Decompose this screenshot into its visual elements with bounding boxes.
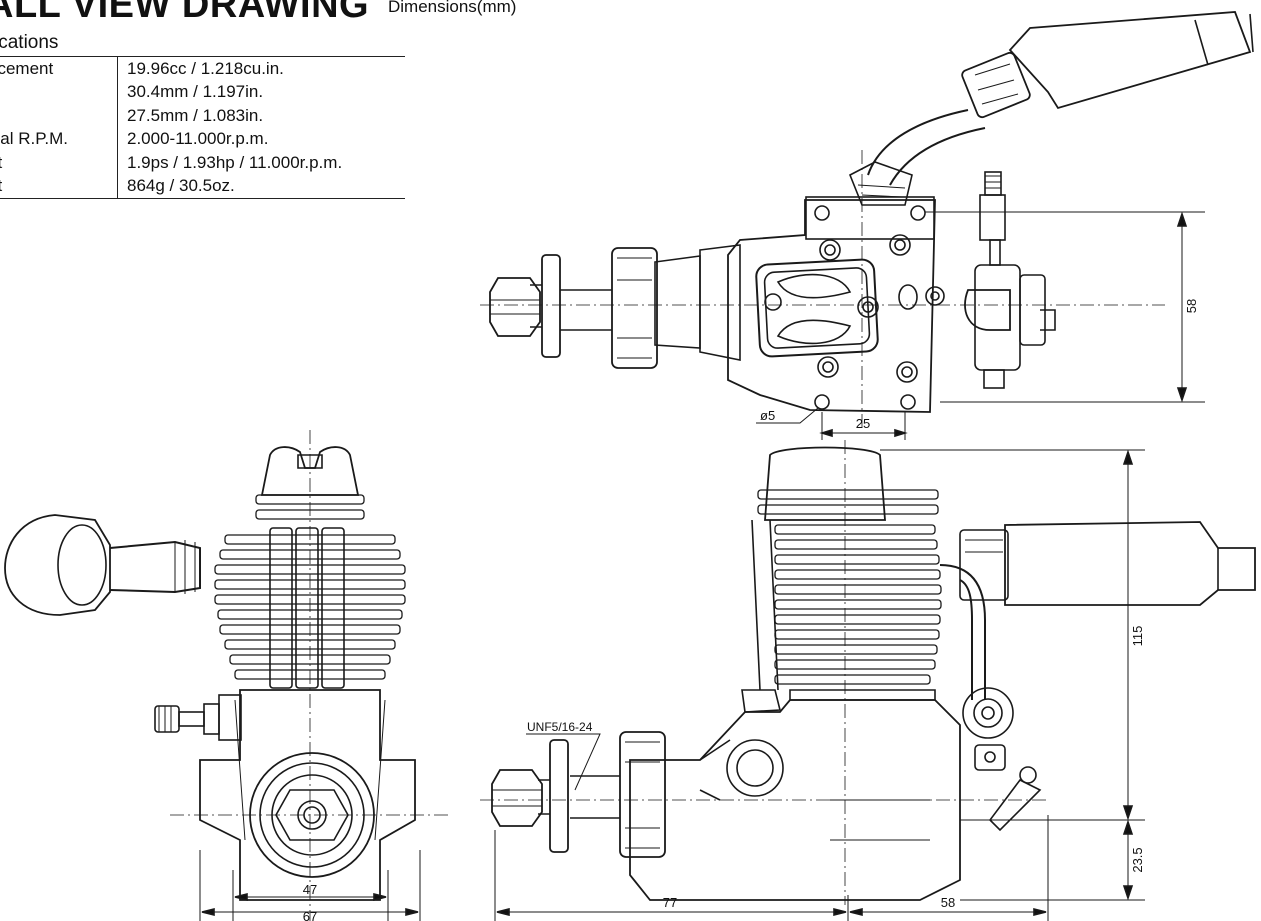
dim-top-height: 58 xyxy=(1184,299,1199,313)
dim-side-lower: 23.5 xyxy=(1130,847,1145,872)
spec-value: 30.4mm / 1.197in. xyxy=(127,82,264,102)
spec-value: 1.9ps / 1.93hp / 11.000r.p.m. xyxy=(127,152,343,172)
spec-row: e 27.5mm / 1.083in. xyxy=(0,104,405,128)
spec-label: ht xyxy=(0,174,118,198)
dim-front-length: 77 xyxy=(663,895,677,910)
spec-row: 30.4mm / 1.197in. xyxy=(0,80,405,104)
dimension-labels: 58 ø5 25 115 23.5 UNF5/16-24 77 58 47 67 xyxy=(303,299,1199,921)
dim-rear-length: 58 xyxy=(941,895,955,910)
spec-label xyxy=(0,80,118,104)
spec-heading: ications xyxy=(0,32,59,53)
spec-row: ut 1.9ps / 1.93hp / 11.000r.p.m. xyxy=(0,151,405,175)
dim-front-outer: 67 xyxy=(303,909,317,921)
front-view xyxy=(4,430,450,921)
spec-label: ut xyxy=(0,151,118,175)
side-view xyxy=(480,440,1256,921)
spec-value: 864g / 30.5oz. xyxy=(127,176,235,196)
dim-shaft-thread: UNF5/16-24 xyxy=(527,720,593,734)
spec-row: ical R.P.M. 2.000-11.000r.p.m. xyxy=(0,127,405,151)
dim-side-height: 115 xyxy=(1130,626,1145,647)
spec-value: 27.5mm / 1.083in. xyxy=(127,105,264,125)
spec-label: ical R.P.M. xyxy=(0,127,118,151)
dim-front-inner: 47 xyxy=(303,882,317,897)
spec-value: 2.000-11.000r.p.m. xyxy=(127,129,269,149)
spec-label: acement xyxy=(0,57,118,81)
dim-hole-spacing: 25 xyxy=(856,416,870,431)
spec-row: ht 864g / 30.5oz. xyxy=(0,174,405,198)
spec-row: acement 19.96cc / 1.218cu.in. xyxy=(0,57,405,81)
drawing-title: ALL VIEW DRAWING xyxy=(0,0,370,26)
top-view xyxy=(480,11,1254,440)
dim-hole-dia: ø5 xyxy=(760,408,775,423)
spec-label: e xyxy=(0,104,118,128)
spec-table: acement 19.96cc / 1.218cu.in. 30.4mm / 1… xyxy=(0,56,405,199)
spec-value: 19.96cc / 1.218cu.in. xyxy=(127,58,284,78)
units-note: Dimensions(mm) xyxy=(388,0,517,16)
